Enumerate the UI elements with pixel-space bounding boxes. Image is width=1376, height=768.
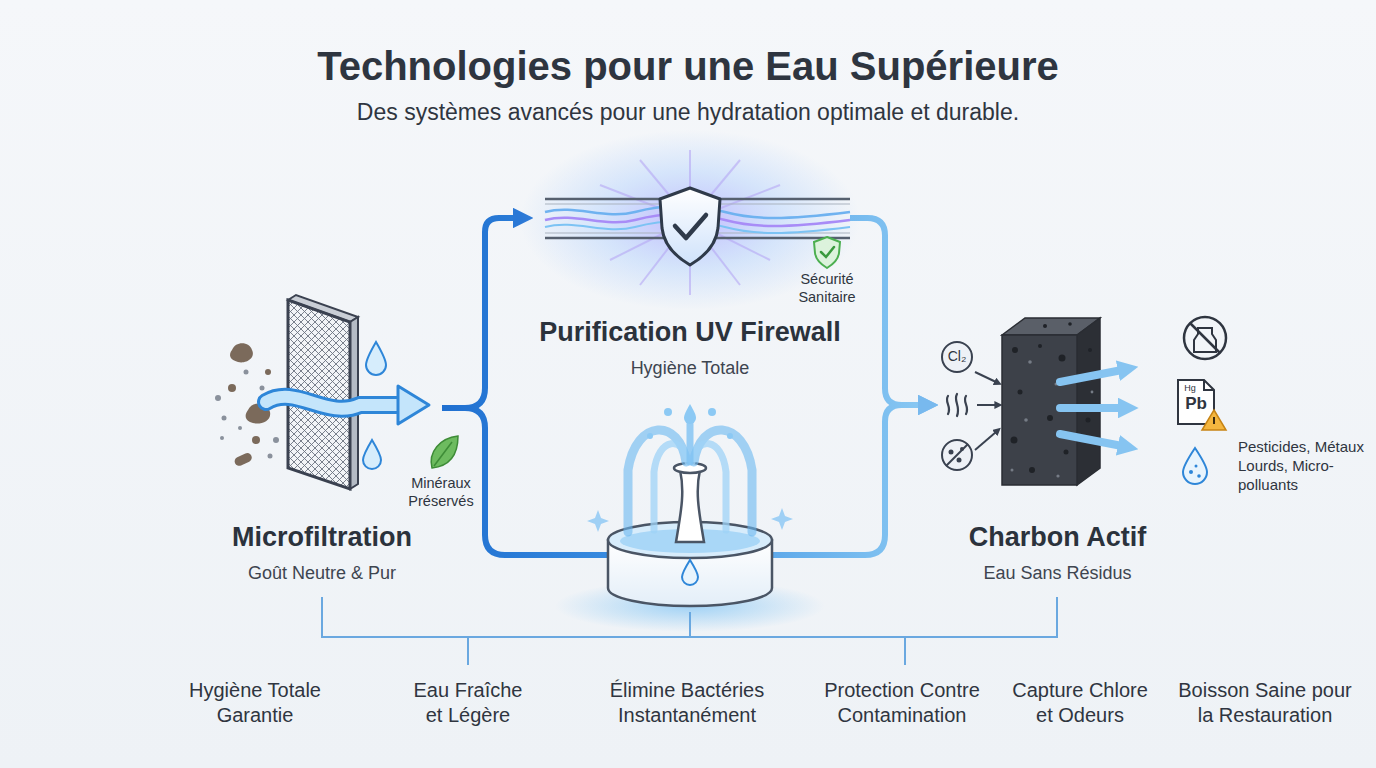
stage-heading: Purification UV Firewall bbox=[539, 316, 841, 348]
carbon-illustration bbox=[942, 317, 1226, 485]
benefit-label: Élimine Bactéries Instantanément bbox=[587, 678, 787, 728]
benefit-label: Eau Fraîche et Légère bbox=[406, 678, 531, 728]
filter-illustration bbox=[215, 295, 458, 489]
filter-stage: MicrofiltrationGoût Neutre & Pur bbox=[202, 300, 442, 585]
benefit-label: Capture Chlore et Odeurs bbox=[1008, 678, 1153, 728]
element-symbol: Hg bbox=[1180, 383, 1200, 394]
pollutant-list: Pesticides, Métaux Lourds, Micro-polluan… bbox=[1238, 438, 1368, 494]
element-symbol: Pb bbox=[1182, 393, 1210, 414]
chemical-symbol: Cl₂ bbox=[942, 348, 972, 366]
carbon-stage: Charbon ActifEau Sans Résidus bbox=[935, 300, 1180, 585]
flow-arrow bbox=[442, 218, 513, 408]
stage-subtitle: Eau Sans Résidus bbox=[983, 562, 1131, 585]
benefit-label: Protection Contre Contamination bbox=[810, 678, 995, 728]
stage-heading: Microfiltration bbox=[232, 521, 412, 553]
benefit-bracket bbox=[322, 597, 1057, 665]
benefit-label: Boisson Saine pour la Restauration bbox=[1170, 678, 1360, 728]
stage-subtitle: Hygiène Totale bbox=[631, 357, 750, 380]
flow-arrow bbox=[442, 405, 918, 555]
stage-subtitle: Goût Neutre & Pur bbox=[248, 562, 396, 585]
flow-arrow bbox=[850, 218, 918, 405]
fountain-illustration bbox=[555, 404, 825, 632]
diagram-title: Technologies pour une Eau Supérieure bbox=[88, 42, 1288, 90]
stage-heading: Charbon Actif bbox=[969, 521, 1147, 553]
feature-note: Sécurité Sanitaire bbox=[785, 270, 869, 306]
benefit-label: Hygiène Totale Garantie bbox=[175, 678, 335, 728]
diagram-subtitle: Des systèmes avancés pour une hydratatio… bbox=[188, 98, 1188, 127]
feature-note: Minéraux Préservés bbox=[399, 474, 483, 510]
